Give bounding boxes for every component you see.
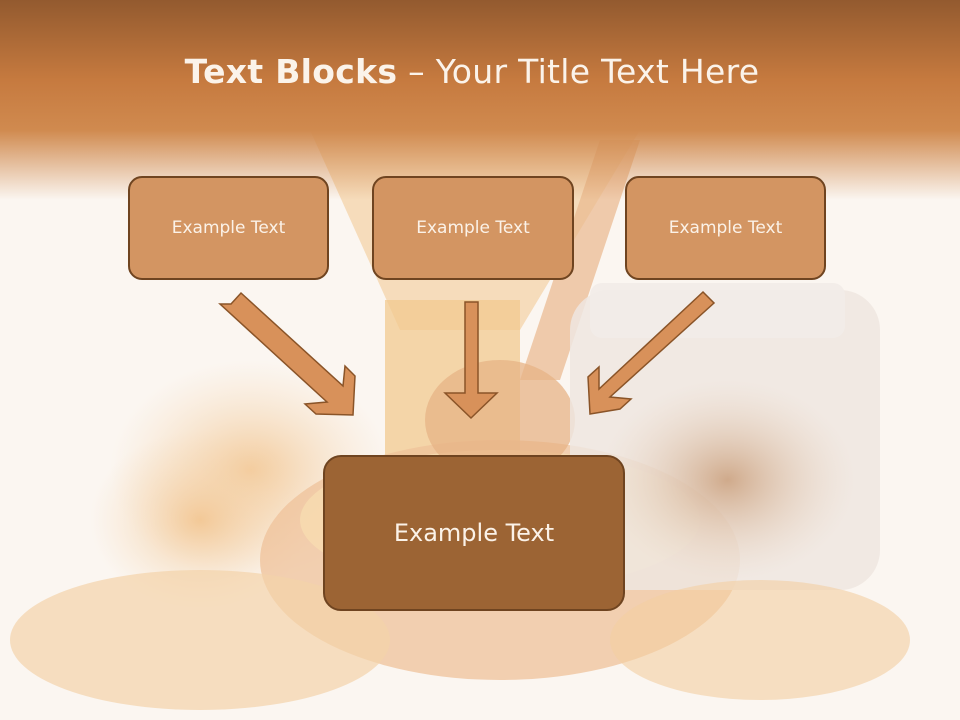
title-rest: Your Title Text Here <box>435 52 760 91</box>
slide-title: Text Blocks – Your Title Text Here <box>0 52 944 91</box>
title-bold: Text Blocks <box>184 52 398 91</box>
text-block-target[interactable]: Example Text <box>323 455 625 611</box>
text-block-target-label: Example Text <box>393 519 555 547</box>
text-block-left[interactable]: Example Text <box>128 176 329 280</box>
title-dash: – <box>397 52 436 91</box>
header-band <box>0 0 960 200</box>
text-block-left-label: Example Text <box>171 218 286 238</box>
text-block-right[interactable]: Example Text <box>625 176 826 280</box>
text-block-right-label: Example Text <box>668 218 783 238</box>
text-block-middle[interactable]: Example Text <box>372 176 574 280</box>
text-block-middle-label: Example Text <box>416 218 530 238</box>
